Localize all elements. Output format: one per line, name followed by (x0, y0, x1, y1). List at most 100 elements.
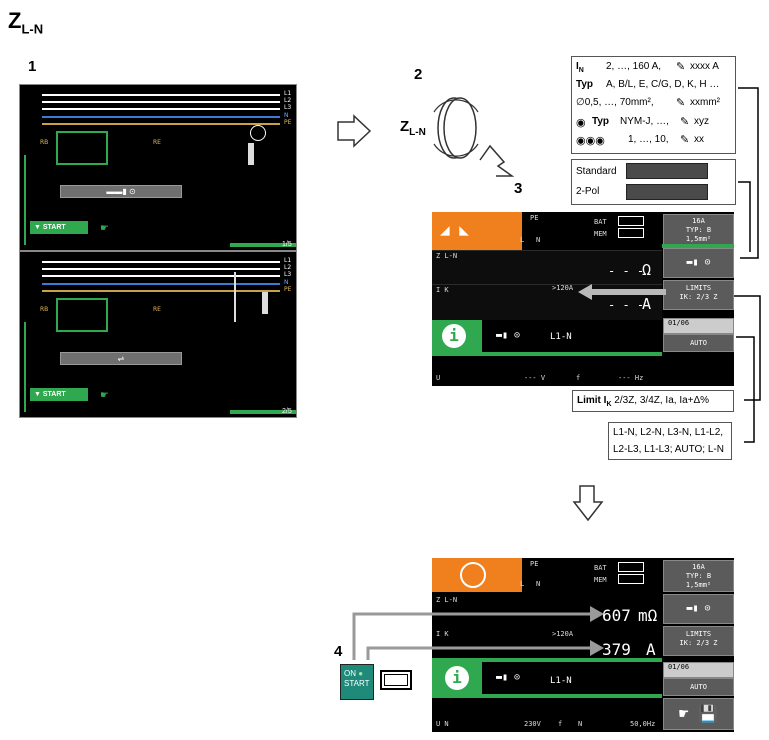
green-bar (432, 352, 662, 356)
wire-pe (42, 290, 280, 292)
probe-icon: ▬▮ ⊙ (496, 330, 521, 341)
re-label: RE (153, 139, 161, 146)
device-outline-icon (56, 298, 108, 332)
rotary-dial-icon (433, 97, 479, 159)
wire-l3 (42, 275, 280, 277)
fuse-values: 2, …, 160 A, (606, 61, 662, 72)
probe-tip-icon (248, 143, 254, 165)
probe-icon: ▬▮ ⊙ (496, 672, 521, 683)
page-indicator: 1/5 (282, 241, 292, 248)
probe-tip-icon (262, 292, 268, 314)
arrow-right-icon (337, 114, 372, 148)
step-4-label: 4 (334, 643, 343, 660)
probe-select-button[interactable]: ▬▮ ⊙ (663, 248, 734, 278)
wire-l1 (42, 261, 280, 263)
auto-button[interactable]: AUTO (663, 678, 734, 696)
clamp-symbol-icon: ◢ ◣ (440, 220, 469, 239)
step-2-label: 2 (414, 66, 423, 83)
wire-l2 (42, 101, 280, 103)
connection-box: L1-N, L2-N, L3-N, L1-L2, L2-L3, L1-L3; A… (608, 422, 732, 460)
connector-lines (734, 87, 761, 443)
typ-values: A, B/L, E, C/G, D, K, H … (606, 79, 720, 90)
arrow-down-icon (572, 485, 604, 522)
limit-box: Limit IK 2/3Z, 3/4Z, Ia, Ia+Δ% (572, 390, 734, 412)
parallel-cables-icon: ◉◉◉ (576, 135, 605, 147)
dial-label: ZL-N (400, 118, 426, 138)
probe-2pol-label: 2-Pol (576, 186, 600, 197)
mini-screen-2: L1 L2 L3 N PE RB RE ⇌ ▼ START ☛ 2/5 (19, 251, 297, 418)
edit-icon: ✎ (680, 134, 690, 146)
wire-n (42, 116, 280, 118)
start-button[interactable]: ▼ START (30, 388, 88, 401)
probe-standard-icon: ▬▬▮ ⊙ (60, 185, 182, 198)
parallel-values: 1, …, 10, (628, 134, 669, 145)
probe-select-button[interactable]: ▬▮ ⊙ (663, 594, 734, 624)
mini-screen-1: L1 L2 L3 N PE RB RE ▬▬▮ ⊙ ▼ START ☛ 1/5 (19, 84, 297, 251)
auto-button[interactable]: AUTO (663, 334, 734, 352)
wire-label: N (284, 112, 289, 119)
probe-standard-label: Standard (576, 166, 617, 177)
ik-value: - - - (608, 298, 645, 312)
probe-lead-icon (234, 272, 236, 322)
re-label: RE (153, 306, 161, 313)
page-title: ZL-N (8, 8, 44, 37)
wire-n (42, 283, 280, 285)
connection-label: L1-N (550, 676, 572, 686)
info-icon: i (445, 666, 469, 690)
memory-icon (618, 228, 644, 238)
second-key-icon (380, 670, 412, 690)
probe-type-box: Standard 2-Pol (571, 159, 736, 205)
memory-icon (618, 574, 644, 584)
cable-values: NYM-J, …, (620, 116, 669, 127)
wire-l3 (42, 108, 280, 110)
save-button[interactable]: ☛ 💾 (663, 698, 734, 730)
page-indicator: 2/5 (282, 408, 292, 415)
zln-row (432, 250, 662, 287)
wire-l1 (42, 94, 280, 96)
result-arrows (352, 606, 604, 660)
cable-icon: ◉ (576, 117, 586, 129)
wire-label: L1 (284, 257, 292, 264)
device-outline-icon (56, 131, 108, 165)
green-bracket (24, 155, 26, 245)
rb-label: RB (40, 306, 49, 313)
green-bar (432, 694, 662, 698)
green-bar (230, 410, 296, 414)
arrow-left-icon (578, 284, 666, 300)
hand-icon: ☛ (100, 223, 109, 234)
green-bar (662, 244, 734, 248)
busy-ring-icon (460, 562, 486, 588)
connection-label: L1-N (550, 332, 572, 342)
wire-label: L2 (284, 264, 292, 271)
zln-value: 607 (602, 606, 631, 625)
wire-label: L3 (284, 271, 292, 278)
function-tile (432, 212, 522, 250)
battery-icon (618, 562, 644, 572)
wire-l2 (42, 268, 280, 270)
cross-section-values: ∅0,5, …, 70mm², (576, 97, 654, 108)
edit-icon: ✎ (680, 116, 690, 128)
start-button[interactable]: ▼ START (30, 221, 88, 234)
zln-value: - - - (608, 264, 645, 278)
wire-label: PE (284, 119, 292, 126)
on-start-button[interactable]: ON ● START (340, 664, 374, 700)
parameters-box: IN 2, …, 160 A, ✎ xxxx A Typ A, B/L, E, … (571, 56, 736, 154)
wire-label: L1 (284, 90, 292, 97)
probe-2pol-icon: ⇌ (60, 352, 182, 365)
ik-value: 379 (602, 640, 631, 659)
wire-pe (42, 123, 280, 125)
green-bar (432, 658, 662, 662)
page-indicator: 01/06 (663, 662, 734, 678)
green-dot-icon: ● (358, 669, 364, 678)
probe-2pol-icon (626, 184, 708, 200)
step-1-label: 1 (28, 58, 37, 75)
edit-icon: ✎ (676, 97, 686, 109)
clamp-icon (250, 125, 266, 141)
battery-icon (618, 216, 644, 226)
